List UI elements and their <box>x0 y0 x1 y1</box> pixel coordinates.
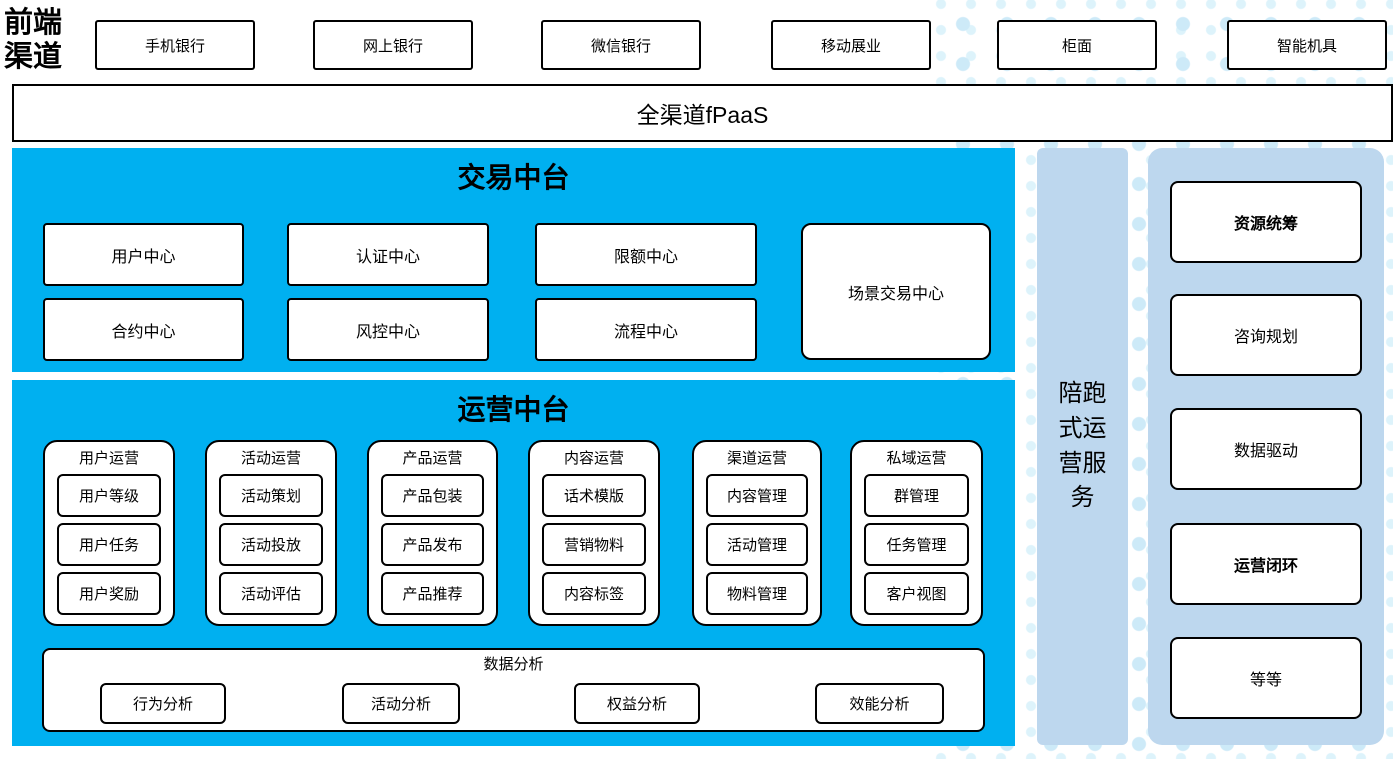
group-item: 群管理 <box>864 474 969 517</box>
group-title: 私域运营 <box>886 450 947 467</box>
center-box-scene-transaction: 场景交易中心 <box>801 223 991 360</box>
group-item: 内容管理 <box>706 474 808 517</box>
group-item: 活动策划 <box>219 474 323 517</box>
analysis-box-campaign: 活动分析 <box>342 683 460 724</box>
transaction-platform-title: 交易中台 <box>457 163 570 194</box>
fpaas-bar: 全渠道fPaaS <box>12 84 1393 142</box>
group-item: 活动投放 <box>219 523 323 566</box>
service-box-resource-coordination: 资源统筹 <box>1170 181 1362 263</box>
center-box-limit: 限额中心 <box>535 223 757 286</box>
channel-box-mobile-banking: 手机银行 <box>95 20 255 70</box>
operations-platform-block: 运营中台 用户运营 用户等级 用户任务 用户奖励 活动运营 活动策划 活动投放 … <box>12 380 1015 746</box>
center-box-contract: 合约中心 <box>43 298 244 361</box>
group-item: 营销物料 <box>542 523 646 566</box>
group-item: 内容标签 <box>542 572 646 615</box>
channel-box-counter: 柜面 <box>997 20 1157 70</box>
group-item: 用户等级 <box>57 474 161 517</box>
group-user-operations: 用户运营 用户等级 用户任务 用户奖励 <box>43 440 175 626</box>
group-item: 物料管理 <box>706 572 808 615</box>
service-box-consulting-planning: 咨询规划 <box>1170 294 1362 376</box>
center-box-process: 流程中心 <box>535 298 757 361</box>
group-title: 活动运营 <box>240 450 301 467</box>
group-title: 产品运营 <box>402 450 463 467</box>
channel-box-wechat-banking: 微信银行 <box>541 20 701 70</box>
group-item: 产品包装 <box>381 474 484 517</box>
group-content-operations: 内容运营 话术模版 营销物料 内容标签 <box>528 440 660 626</box>
accompanying-operation-service-bar: 陪跑式运营服务 <box>1037 148 1128 745</box>
group-product-operations: 产品运营 产品包装 产品发布 产品推荐 <box>367 440 498 626</box>
group-item: 用户任务 <box>57 523 161 566</box>
service-box-operation-loop: 运营闭环 <box>1170 523 1362 605</box>
analysis-box-behavior: 行为分析 <box>100 683 226 724</box>
channel-box-mobile-sales: 移动展业 <box>771 20 931 70</box>
accompanying-operation-service-label: 陪跑式运营服务 <box>1058 379 1107 512</box>
data-analysis-title: 数据分析 <box>483 656 544 673</box>
group-item: 活动管理 <box>706 523 808 566</box>
service-box-etc: 等等 <box>1170 637 1362 719</box>
center-box-auth: 认证中心 <box>287 223 489 286</box>
channel-box-online-banking: 网上银行 <box>313 20 473 70</box>
center-box-user: 用户中心 <box>43 223 244 286</box>
group-item: 客户视图 <box>864 572 969 615</box>
service-box-data-driven: 数据驱动 <box>1170 408 1362 490</box>
group-item: 话术模版 <box>542 474 646 517</box>
group-item: 产品发布 <box>381 523 484 566</box>
data-analysis-bar: 数据分析 行为分析 活动分析 权益分析 效能分析 <box>42 648 985 732</box>
group-title: 用户运营 <box>78 450 139 467</box>
group-title: 内容运营 <box>563 450 624 467</box>
analysis-box-benefit: 权益分析 <box>574 683 700 724</box>
group-item: 活动评估 <box>219 572 323 615</box>
transaction-platform-block: 交易中台 用户中心 认证中心 限额中心 合约中心 风控中心 流程中心 场景交易中… <box>12 148 1015 372</box>
analysis-box-efficiency: 效能分析 <box>815 683 944 724</box>
channel-box-smart-devices: 智能机具 <box>1227 20 1387 70</box>
group-title: 渠道运营 <box>726 450 787 467</box>
group-item: 产品推荐 <box>381 572 484 615</box>
group-item: 任务管理 <box>864 523 969 566</box>
group-item: 用户奖励 <box>57 572 161 615</box>
group-channel-operations: 渠道运营 内容管理 活动管理 物料管理 <box>692 440 822 626</box>
right-service-panel: 资源统筹 咨询规划 数据驱动 运营闭环 等等 <box>1148 148 1384 745</box>
group-campaign-operations: 活动运营 活动策划 活动投放 活动评估 <box>205 440 337 626</box>
group-private-domain-operations: 私域运营 群管理 任务管理 客户视图 <box>850 440 983 626</box>
center-box-risk: 风控中心 <box>287 298 489 361</box>
operations-platform-title: 运营中台 <box>457 395 570 426</box>
front-channels-label: 前端 渠道 <box>4 7 63 74</box>
